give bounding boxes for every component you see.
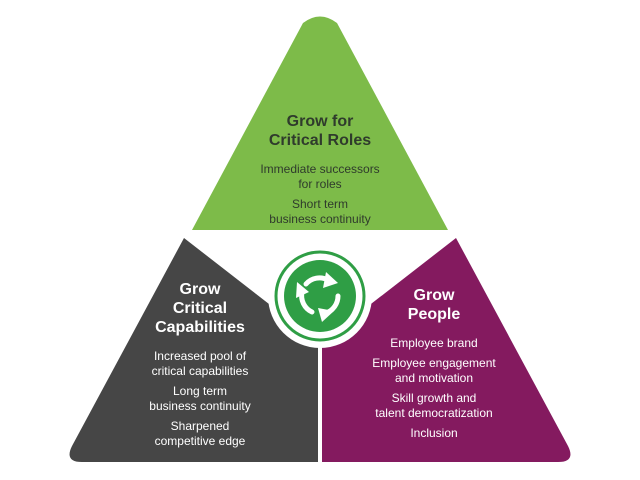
segment-right-item: Employee brand [390, 336, 478, 350]
segment-right-purple [322, 238, 571, 462]
segment-right-item: Inclusion [410, 426, 458, 440]
segment-left-item: Increased pool of critical capabilities [151, 349, 249, 378]
center-disc [284, 260, 356, 332]
segment-top-item: Short term business continuity [269, 197, 371, 226]
segment-right-text: Grow People Employee brand Employee enga… [352, 286, 516, 441]
segment-top-text: Grow for Critical Roles Immediate succes… [232, 112, 408, 227]
cycle-arrowheads [296, 272, 338, 322]
segment-left-item: Long term business continuity [149, 384, 251, 413]
segment-left-title: Grow Critical Capabilities [155, 281, 245, 336]
segment-top-item: Immediate successors for roles [260, 162, 380, 191]
segment-left-item: Sharpened competitive edge [154, 419, 246, 448]
segment-left-text: Grow Critical Capabilities Increased poo… [120, 280, 280, 449]
segment-top-green [192, 16, 448, 230]
segment-top-title: Grow for Critical Roles [268, 113, 372, 149]
segment-right-item: Skill growth and talent democratization [375, 391, 493, 420]
segment-right-title: Grow People [407, 287, 461, 323]
segment-left-dark [69, 238, 319, 462]
segment-right-item: Employee engagement and motivation [372, 356, 496, 385]
